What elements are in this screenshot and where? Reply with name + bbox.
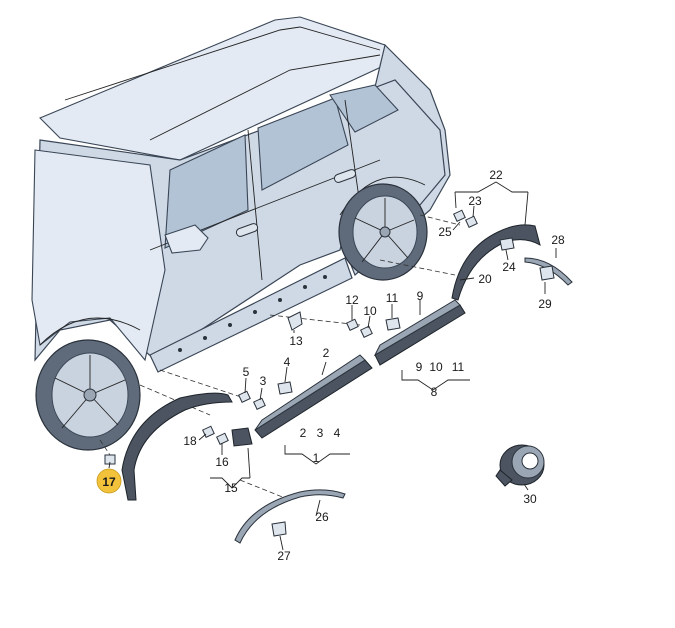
callout-23: 23 (468, 194, 482, 208)
group-1-item-3: 3 (317, 426, 324, 440)
callout-25: 25 (438, 225, 452, 239)
clip-13 (287, 311, 303, 331)
clip-12 (346, 318, 359, 331)
callout-12: 12 (345, 293, 359, 307)
group-1-item-4: 4 (334, 426, 341, 440)
arch-trim-end-piece (231, 427, 253, 447)
callout-9: 9 (417, 289, 424, 303)
clip-23 (465, 215, 478, 228)
callout-11: 11 (386, 291, 399, 305)
callout-17: 17 (102, 475, 116, 489)
group-1-item-2: 2 (300, 426, 307, 440)
highlight-marker (96, 468, 122, 494)
callout-26: 26 (315, 510, 329, 524)
callout-10: 10 (363, 304, 377, 318)
adhesive-tape-roll (495, 444, 545, 487)
callout-30: 30 (523, 492, 537, 506)
callout-28: 28 (551, 233, 565, 247)
group-8-item-9: 9 (416, 360, 423, 374)
front-door-trim (254, 359, 373, 439)
callout-18: 18 (183, 434, 197, 448)
clip-27 (271, 521, 287, 537)
lower-trim-strip (234, 489, 346, 544)
callout-16: 16 (215, 455, 229, 469)
callout-29: 29 (538, 297, 552, 311)
callout-labels: 17 22 23 25 28 24 20 29 12 11 9 10 13 2 … (96, 168, 565, 563)
callout-22: 22 (489, 168, 503, 182)
callout-3: 3 (260, 374, 267, 388)
front-wheel-arch-trim (121, 392, 233, 501)
clip-10 (360, 325, 373, 338)
leader-lines (108, 181, 557, 551)
callout-8: 8 (431, 385, 438, 399)
front-wheel (35, 339, 141, 451)
parts (104, 209, 573, 544)
quarter-window (329, 84, 399, 133)
clip-5 (238, 390, 251, 403)
group-8-item-11: 11 (452, 360, 465, 374)
clip-3 (253, 397, 266, 410)
rear-wheel-arch-trim (451, 224, 541, 301)
clip-16 (216, 432, 229, 445)
bracket-11 (385, 317, 401, 331)
callout-13: 13 (289, 334, 303, 348)
callout-5: 5 (243, 365, 250, 379)
bracket-4 (277, 381, 293, 395)
clip-25 (453, 209, 466, 222)
callout-4: 4 (284, 355, 291, 369)
front-door-trim-top (254, 354, 366, 431)
rear-door-trim-top (373, 299, 461, 357)
callout-1: 1 (313, 451, 320, 465)
callout-20: 20 (478, 272, 492, 286)
callout-2: 2 (323, 346, 330, 360)
callout-15: 15 (224, 481, 238, 495)
side-mirror (164, 224, 209, 254)
rear-window (257, 97, 349, 191)
bracket-24 (499, 237, 515, 251)
vehicle-body (31, 16, 451, 451)
bumper-trim-strip (524, 257, 573, 286)
projection-lines (99, 214, 461, 501)
rear-wheel (338, 183, 428, 281)
clip-29 (539, 265, 555, 281)
callout-24: 24 (502, 260, 516, 274)
front-window (164, 134, 249, 249)
callout-27: 27 (277, 549, 291, 563)
group-8-item-10: 10 (429, 360, 443, 374)
